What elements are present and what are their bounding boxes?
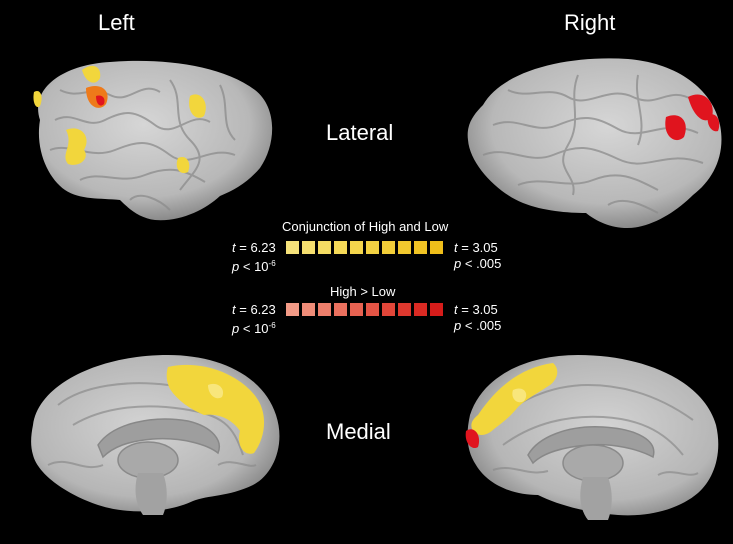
high-gt-low-cluster [96,95,105,106]
color-swatch [382,303,395,316]
corpus-callosum [97,418,220,459]
t-symbol: t [232,240,236,255]
legend-conjunction-min: t = 3.05 p < .005 [454,240,501,272]
color-swatch [350,241,363,254]
conjunction-cluster [189,94,206,118]
t-symbol: t [454,240,458,255]
color-swatch [430,303,443,316]
legend-high-gt-low-min: t = 3.05 p < .005 [454,302,501,334]
high-gt-low-cluster [665,115,686,141]
medial-view-label: Medial [326,419,391,444]
legend-conjunction-colorbar [286,241,443,254]
t-symbol: t [454,302,458,317]
left-medial-brain [31,355,280,515]
color-swatch [302,241,315,254]
p-symbol: p [454,256,462,271]
color-swatch [366,303,379,316]
equals-sign: = [457,302,473,317]
t-symbol: t [232,302,236,317]
right-medial-brain [465,355,719,520]
min-t-value: 3.05 [472,302,498,317]
lateral-view-label: Lateral [326,120,394,145]
cortex-surface [467,58,722,229]
equals-sign: = [457,240,473,255]
conjunction-cluster [65,128,87,165]
left-lateral-brain [33,60,273,221]
color-swatch [398,303,411,316]
p-symbol: p [454,318,462,333]
corpus-callosum [527,426,655,465]
max-p-value: < 10 [242,259,269,274]
color-swatch [430,241,443,254]
min-p-value: < .005 [464,318,502,333]
conjunction-cluster [176,156,190,174]
max-t-value: 6.23 [250,240,276,255]
legend-high-gt-low-title: High > Low [330,284,396,299]
color-swatch [334,241,347,254]
max-p-exponent: -6 [268,321,276,330]
high-gt-low-cluster [688,94,713,121]
color-swatch [318,303,331,316]
legend-conjunction-max: t = 6.23 p < 10-6 [232,240,276,275]
color-swatch [398,241,411,254]
color-swatch [286,241,299,254]
left-hemisphere-label: Left [98,10,135,35]
max-t-value: 6.23 [250,302,276,317]
p-symbol: p [232,259,240,274]
conjunction-cluster [82,65,101,83]
conjunction-cluster [33,90,42,108]
equals-sign: = [235,240,251,255]
right-lateral-brain [467,58,722,229]
legend-high-gt-low-max: t = 6.23 p < 10-6 [232,302,276,337]
right-hemisphere-label: Right [564,10,616,35]
color-swatch [318,241,331,254]
brainstem [580,477,612,520]
color-swatch [350,303,363,316]
color-swatch [382,241,395,254]
legend-high-gt-low-colorbar [286,303,443,316]
high-gt-low-cluster [465,429,480,449]
color-swatch [366,241,379,254]
equals-sign: = [235,302,251,317]
color-swatch [302,303,315,316]
min-p-value: < .005 [464,256,502,271]
color-swatch [414,303,427,316]
thalamus [117,441,179,479]
max-p-exponent: -6 [268,259,276,268]
p-symbol: p [232,321,240,336]
thalamus [562,444,624,482]
brainstem [135,473,167,515]
high-gt-low-cluster [707,114,720,132]
color-swatch [334,303,347,316]
max-p-value: < 10 [242,321,269,336]
legend-conjunction-title: Conjunction of High and Low [282,219,449,234]
color-swatch [414,241,427,254]
color-swatch [286,303,299,316]
conjunction-cluster [166,364,265,454]
min-t-value: 3.05 [472,240,498,255]
